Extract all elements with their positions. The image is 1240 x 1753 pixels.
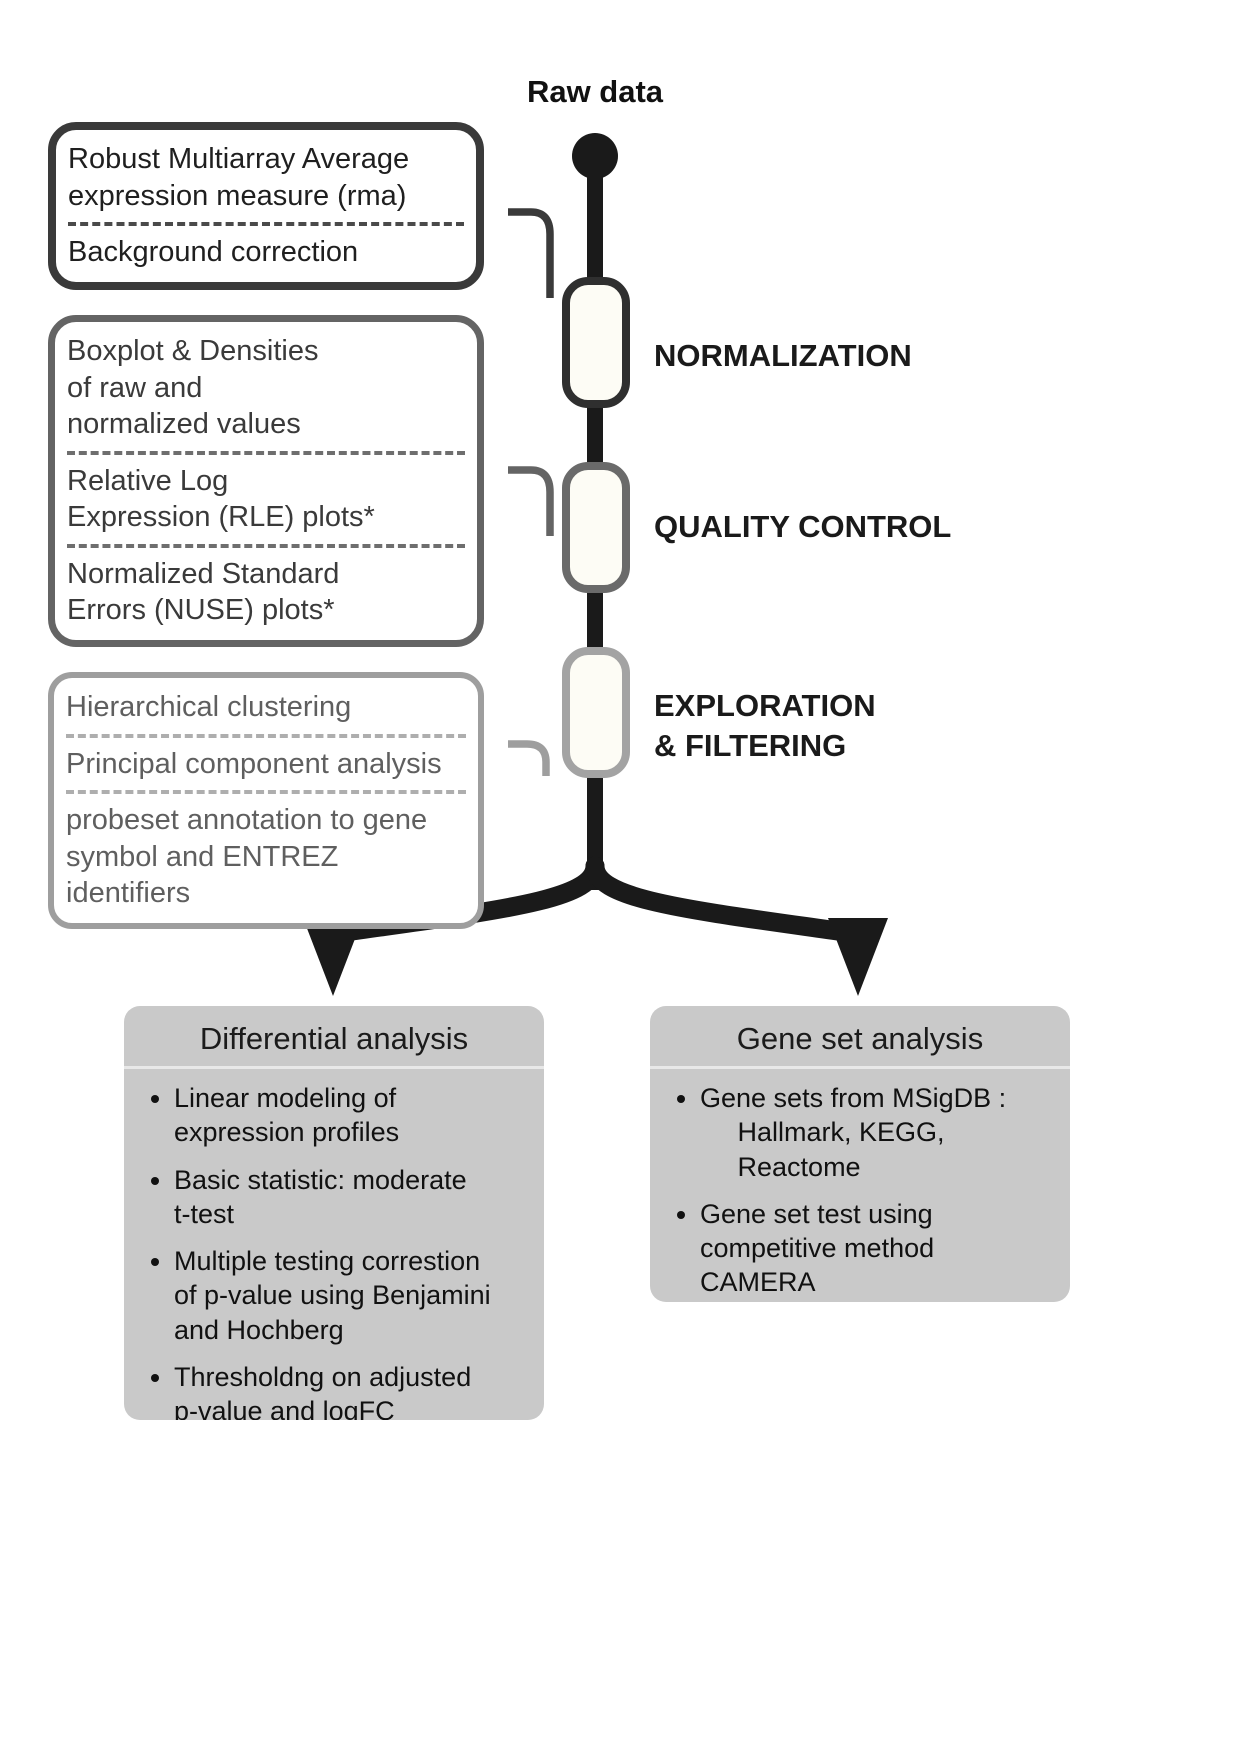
quality-control-node (562, 462, 630, 593)
list-item: Thresholdng on adjusted p-value and logF… (174, 1360, 544, 1420)
gene-set-analysis-list: Gene sets from MSigDB : Hallmark, KEGG, … (650, 1081, 1070, 1300)
method-nuse-plots: Normalized Standard Errors (NUSE) plots* (67, 557, 340, 627)
gene-set-analysis-box: Gene set analysis Gene sets from MSigDB … (650, 1006, 1070, 1302)
normalization-methods-box: Robust Multiarray Average expression mea… (48, 122, 484, 290)
dashed-divider (66, 733, 466, 738)
stage-label-exploration-filtering: EXPLORATION & FILTERING (654, 688, 876, 764)
connector-quality-control (508, 466, 554, 536)
differential-analysis-list: Linear modeling of expression profiles B… (124, 1081, 544, 1420)
dashed-divider (67, 543, 465, 548)
branch-right-line (585, 856, 855, 942)
raw-data-label: Raw data (526, 74, 664, 109)
dashed-divider (66, 790, 466, 795)
normalization-node (562, 277, 630, 408)
method-boxplot-densities: Boxplot & Densities of raw and normalize… (67, 335, 319, 441)
differential-analysis-title: Differential analysis (124, 1006, 544, 1069)
stage-label-quality-control: QUALITY CONTROL (654, 509, 952, 544)
arrowhead-right-icon (828, 918, 888, 996)
method-rle-plots: Relative Log Expression (RLE) plots* (67, 464, 375, 534)
list-item: Basic statistic: moderate t-test (174, 1163, 544, 1232)
method-background-correction: Background correction (68, 236, 359, 269)
gene-set-analysis-title: Gene set analysis (650, 1006, 1070, 1069)
exploration-methods-box: Hierarchical clustering Principal compon… (48, 672, 484, 929)
connector-exploration (508, 740, 550, 776)
list-item: Gene sets from MSigDB : Hallmark, KEGG, … (700, 1081, 1070, 1184)
arrowhead-left-icon (303, 918, 363, 996)
differential-analysis-box: Differential analysis Linear modeling of… (124, 1006, 544, 1420)
dashed-divider (68, 222, 464, 227)
method-probeset-annotation: probeset annotation to gene symbol and E… (66, 804, 428, 910)
list-item: Multiple testing correstion of p-value u… (174, 1244, 544, 1347)
connector-normalization (508, 208, 554, 298)
stage-label-normalization: NORMALIZATION (654, 338, 912, 373)
list-item: Gene set test using competitive method C… (700, 1197, 1070, 1300)
dashed-divider (67, 450, 465, 455)
method-hierarchical-clustering: Hierarchical clustering (66, 691, 352, 723)
method-pca: Principal component analysis (66, 747, 442, 780)
exploration-node (562, 647, 630, 778)
quality-control-methods-box: Boxplot & Densities of raw and normalize… (48, 315, 484, 647)
method-rma: Robust Multiarray Average expression mea… (68, 143, 410, 212)
list-item: Linear modeling of expression profiles (174, 1081, 544, 1150)
